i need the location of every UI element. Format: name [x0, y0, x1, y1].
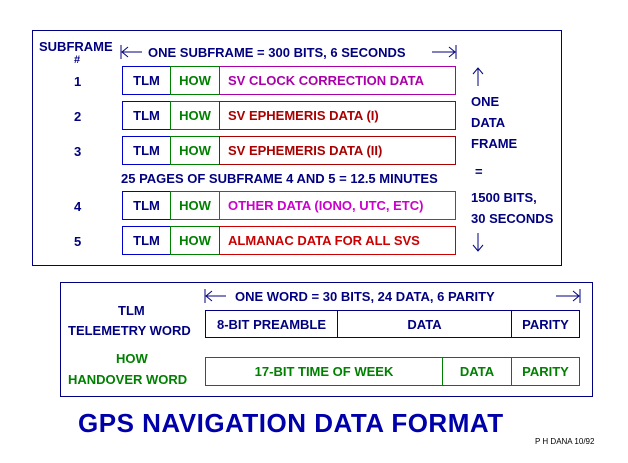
frame-down-arrow — [472, 233, 484, 252]
tlm-parity-cell: PARITY — [511, 310, 580, 338]
how-parity-cell: PARITY — [511, 357, 580, 386]
frame-note-line1: ONE — [471, 94, 500, 109]
frame-note-line3: FRAME — [471, 136, 518, 151]
data-cell-4: OTHER DATA (IONO, UTC, ETC) — [219, 191, 456, 220]
subframe-header-label: SUBFRAME — [39, 39, 113, 54]
how-word-sublabel: HANDOVER WORD — [68, 372, 188, 387]
subframe-num-3: 3 — [74, 144, 82, 159]
how-cell-2: HOW — [170, 101, 220, 130]
tlm-cell-2: TLM — [122, 101, 171, 130]
tlm-word-label: TLM — [118, 303, 145, 318]
subframe-num-1: 1 — [74, 74, 82, 89]
tlm-cell-1: TLM — [122, 66, 171, 95]
subframe-header-sub: # — [74, 54, 81, 66]
how-cell-4: HOW — [170, 191, 220, 220]
word-panel — [60, 282, 593, 397]
frame-note-equals: = — [475, 164, 483, 179]
how-word-label: HOW — [116, 351, 148, 366]
page-title: GPS NAVIGATION DATA FORMAT — [78, 408, 504, 438]
how-cell-1: HOW — [170, 66, 220, 95]
subframe-num-5: 5 — [74, 234, 82, 249]
frame-up-arrow — [472, 67, 484, 86]
how-cell-3: HOW — [170, 136, 220, 165]
frame-note-line5: 30 SECONDS — [471, 211, 554, 226]
author-credit: P H DANA 10/92 — [535, 437, 595, 446]
data-cell-2: SV EPHEMERIS DATA (I) — [219, 101, 456, 130]
data-cell-5: ALMANAC DATA FOR ALL SVS — [219, 226, 456, 255]
frame-note-line4: 1500 BITS, — [471, 190, 537, 205]
subframe-span-arrow — [120, 45, 457, 59]
how-data-cell: DATA — [442, 357, 512, 386]
tlm-word-sublabel: TELEMETRY WORD — [68, 323, 191, 338]
word-span-arrow — [204, 289, 581, 303]
how-cell-5: HOW — [170, 226, 220, 255]
frame-note-line2: DATA — [471, 115, 506, 130]
subframe-num-2: 2 — [74, 109, 82, 124]
tlm-cell-3: TLM — [122, 136, 171, 165]
subframe-span-label: ONE SUBFRAME = 300 BITS, 6 SECONDS — [148, 45, 406, 60]
data-cell-1: SV CLOCK CORRECTION DATA — [219, 66, 456, 95]
tlm-preamble-cell: 8-BIT PREAMBLE — [205, 310, 338, 338]
tlm-cell-4: TLM — [122, 191, 171, 220]
word-span-label: ONE WORD = 30 BITS, 24 DATA, 6 PARITY — [235, 289, 495, 304]
subframe-num-4: 4 — [74, 199, 82, 214]
tlm-cell-5: TLM — [122, 226, 171, 255]
data-cell-3: SV EPHEMERIS DATA (II) — [219, 136, 456, 165]
pages-note: 25 PAGES OF SUBFRAME 4 AND 5 = 12.5 MINU… — [121, 171, 438, 186]
tlm-data-cell: DATA — [337, 310, 512, 338]
how-time-cell: 17-BIT TIME OF WEEK — [205, 357, 443, 386]
subframe-panel — [32, 30, 562, 266]
